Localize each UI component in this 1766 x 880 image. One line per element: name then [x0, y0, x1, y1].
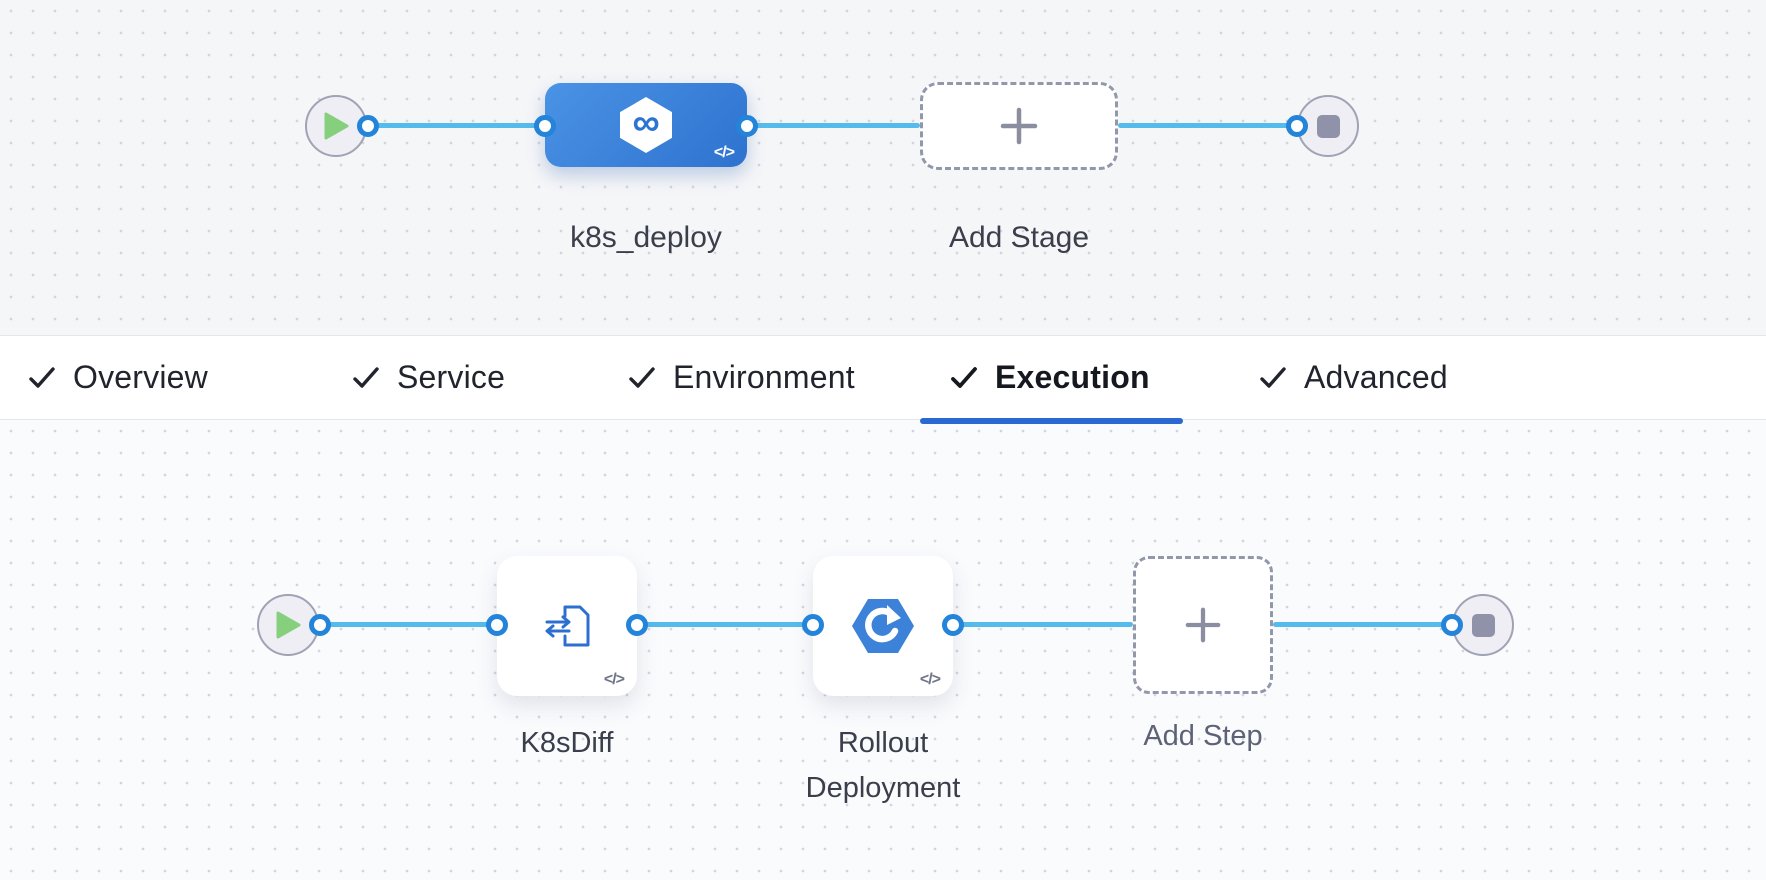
k8s-diff-document-icon [545, 605, 590, 647]
edge-addstep-to-end [1273, 622, 1452, 627]
connector-port[interactable] [309, 614, 331, 636]
tab-label: Service [397, 359, 506, 395]
step-label-k8sdiff: K8sDiff [520, 727, 614, 759]
add-step-button[interactable] [1133, 556, 1273, 694]
step-node-k8sdiff[interactable]: </> [497, 556, 637, 696]
connector-port[interactable] [486, 614, 508, 636]
checkmark-icon [29, 366, 55, 388]
tab-label: Advanced [1304, 359, 1448, 395]
plus-icon [1185, 607, 1221, 643]
connector-port[interactable] [626, 614, 648, 636]
step-code-badge: </> [919, 671, 941, 688]
stage-code-badge: </> [713, 144, 735, 161]
tab-advanced[interactable]: Advanced [1259, 336, 1448, 419]
tab-service[interactable]: Service [352, 336, 505, 419]
stage-node-k8s-deploy[interactable]: ∞ </> [545, 83, 747, 167]
stage-graph-canvas[interactable]: ∞ </> k8s_deploy Add Stage [0, 0, 1766, 335]
connector-port[interactable] [736, 115, 758, 137]
tab-label: Environment [673, 359, 855, 395]
connector-port[interactable] [1286, 115, 1308, 137]
edge-start-to-k8sdiff [320, 622, 497, 627]
tab-label: Overview [73, 359, 208, 395]
checkmark-icon [951, 366, 977, 388]
checkmark-icon [1260, 366, 1286, 388]
stage-config-tabbar: Overview Service Environment Execution A… [0, 335, 1766, 424]
execution-start-node [257, 594, 319, 656]
stop-icon [1316, 114, 1340, 138]
edge-start-to-stage [368, 123, 545, 128]
connector-port[interactable] [802, 614, 824, 636]
connector-port[interactable] [534, 115, 556, 137]
stage-label: k8s_deploy [570, 221, 722, 254]
tab-execution[interactable]: Execution [950, 336, 1150, 419]
edge-rollout-to-addstep [953, 622, 1133, 627]
step-label-rollout-deployment: Rollout Deployment [805, 727, 961, 804]
active-tab-underline [920, 418, 1183, 424]
tab-label: Execution [995, 359, 1150, 395]
edge-addstage-to-end [1118, 123, 1297, 128]
tab-environment[interactable]: Environment [628, 336, 855, 419]
checkmark-icon [353, 366, 379, 388]
connector-port[interactable] [942, 614, 964, 636]
plus-icon [1000, 107, 1038, 145]
step-node-rollout-deployment[interactable]: </> [813, 556, 953, 696]
add-step-label: Add Step [1143, 720, 1263, 752]
step-code-badge: </> [603, 671, 625, 688]
play-icon [276, 611, 301, 639]
add-stage-label: Add Stage [948, 221, 1090, 254]
rollout-deployment-hexagon-icon [852, 599, 914, 653]
deployment-infinity-hexagon-icon: ∞ [620, 97, 672, 153]
stop-icon [1471, 613, 1495, 637]
connector-port[interactable] [1441, 614, 1463, 636]
pipeline-start-node [305, 95, 367, 157]
connector-port[interactable] [357, 115, 379, 137]
edge-stage-to-addstage [747, 123, 920, 128]
add-stage-button[interactable] [920, 82, 1118, 170]
play-icon [324, 112, 349, 140]
checkmark-icon [629, 366, 655, 388]
edge-k8sdiff-to-rollout [637, 622, 815, 627]
tab-overview[interactable]: Overview [28, 336, 208, 419]
